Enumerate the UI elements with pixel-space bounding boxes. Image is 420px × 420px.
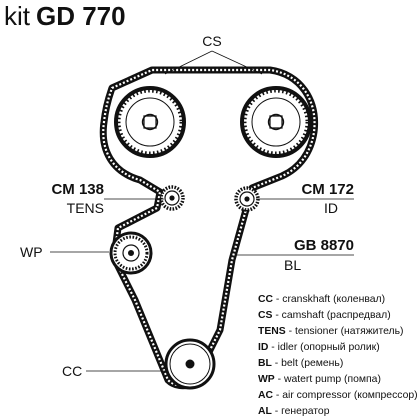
callout-id-code: CM 172 <box>301 181 354 198</box>
legend-item: CS - camshaft (распредвал) <box>258 310 391 321</box>
legend-item: AC - air compressor (компрессор) <box>258 390 418 401</box>
kit-prefix: kit <box>4 1 31 31</box>
callout-tens-label: TENS <box>67 200 104 216</box>
legend-item: TENS - tensioner (натяжитель) <box>258 326 404 337</box>
crankshaft-pulley <box>164 338 216 390</box>
legend-item: AL - генератор <box>258 406 330 417</box>
leader-lines <box>50 50 354 372</box>
callout-id-label: ID <box>324 200 338 216</box>
camshaft-pulley-right <box>240 86 312 158</box>
callout-tens-code: CM 138 <box>51 181 104 198</box>
camshaft-pulley-left <box>114 86 186 158</box>
legend-item: CC - cranskhaft (коленвал) <box>258 294 385 305</box>
kit-code: GD 770 <box>36 1 126 31</box>
idler-pulley <box>234 186 260 212</box>
callout-cs: CS <box>202 33 221 49</box>
tensioner-pulley <box>159 185 185 211</box>
callout-cc: CC <box>62 363 82 379</box>
legend: CC - cranskhaft (коленвал) CS - camshaft… <box>258 294 418 417</box>
callout-bl-code: GB 8870 <box>294 237 354 254</box>
legend-item: ID - idler (опорный ролик) <box>258 342 380 353</box>
legend-item: WP - watert pump (помпа) <box>258 374 381 385</box>
water-pump-pulley <box>109 231 153 275</box>
callout-bl-label: BL <box>284 257 301 273</box>
callout-wp: WP <box>20 244 43 260</box>
legend-item: BL - belt (ремень) <box>258 358 343 369</box>
